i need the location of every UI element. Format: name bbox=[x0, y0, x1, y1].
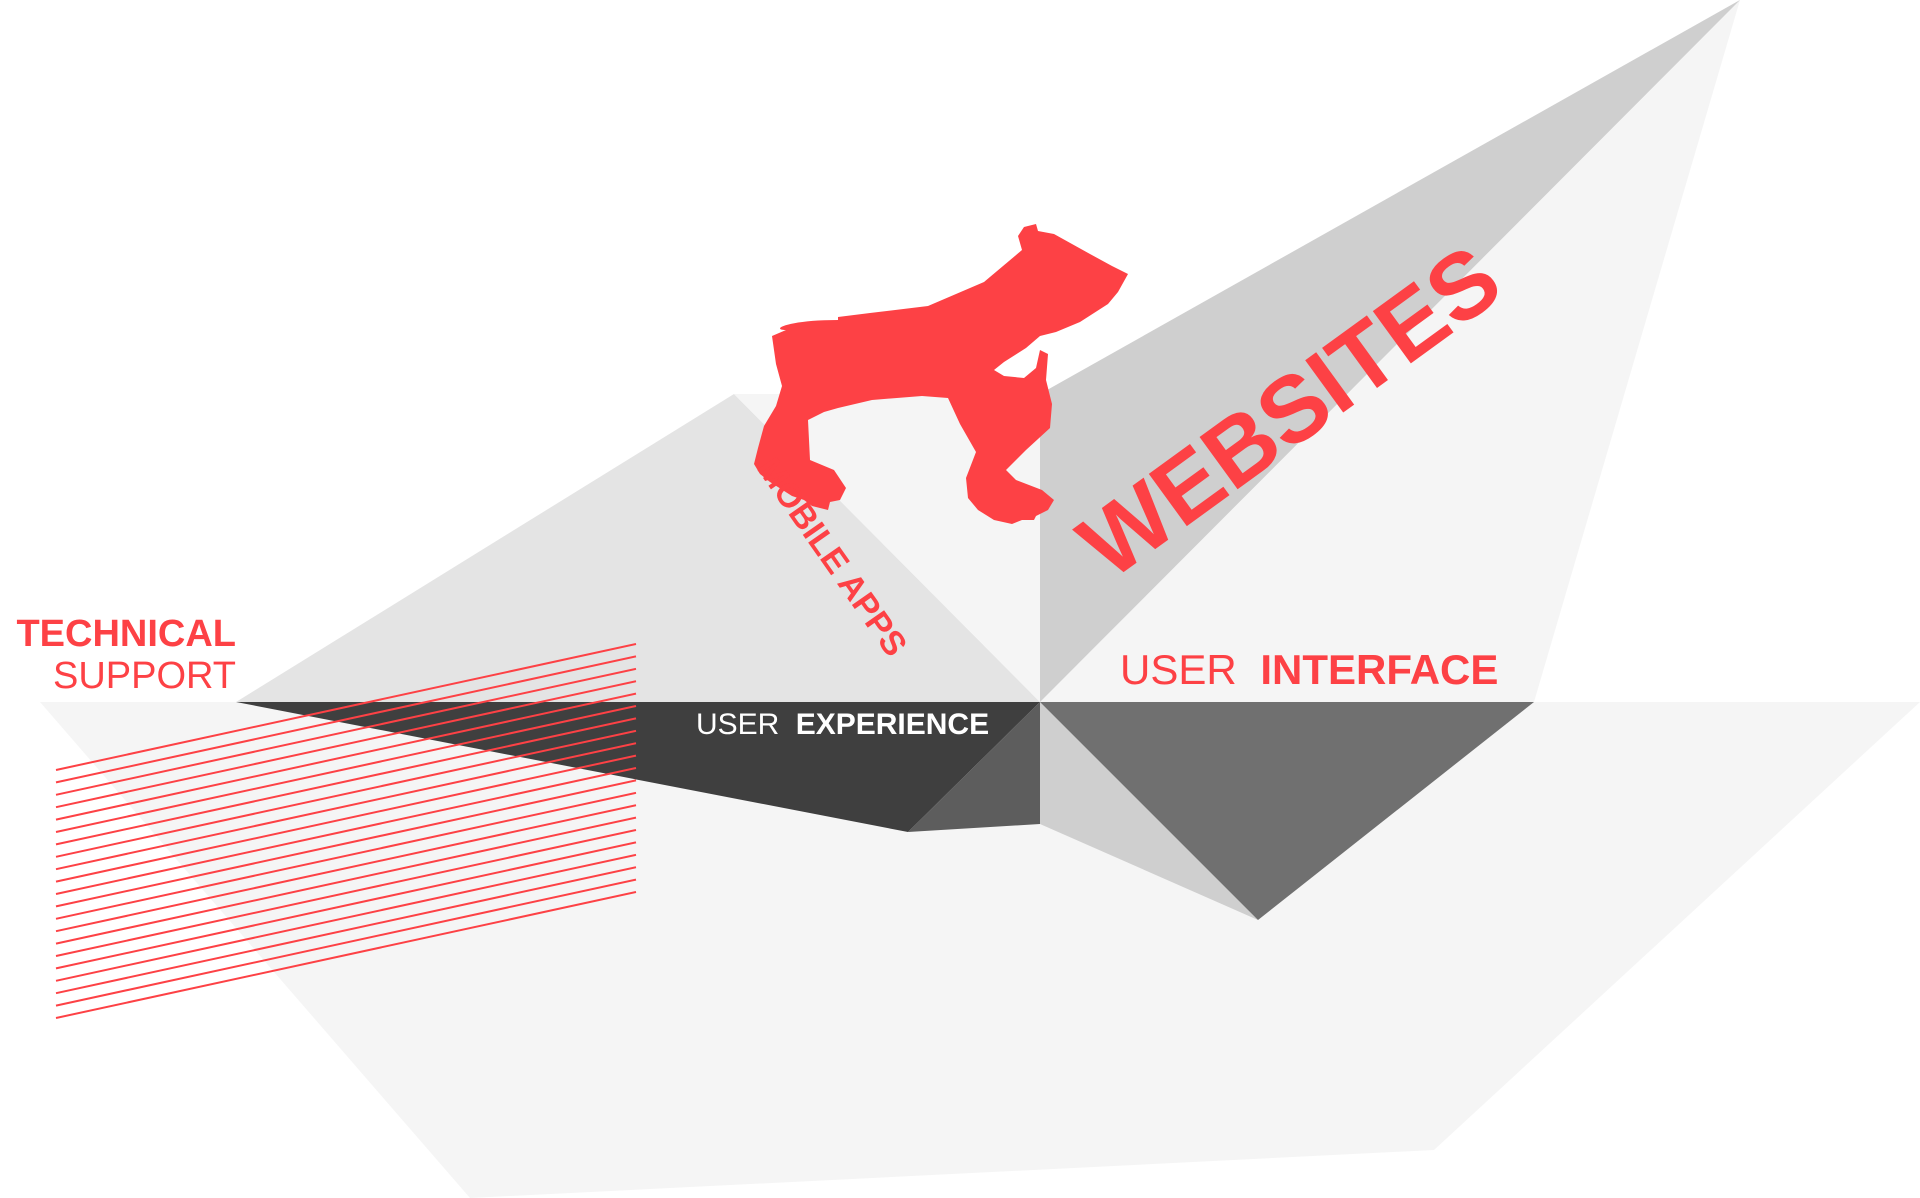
hatch-line bbox=[55, 841, 637, 970]
polar-bear-icon bbox=[754, 224, 1128, 524]
hatch-line bbox=[55, 680, 637, 809]
hatch-line bbox=[55, 742, 637, 871]
right-back-sail bbox=[1040, 0, 1740, 702]
hatch-line bbox=[55, 816, 637, 945]
user-interface-label: USER INTERFACE bbox=[1120, 646, 1498, 693]
hatch-line bbox=[55, 791, 637, 920]
hatch-line bbox=[55, 655, 637, 784]
user-experience-band bbox=[236, 702, 1040, 832]
hatch-line bbox=[55, 767, 637, 895]
boat-hull bbox=[40, 702, 1920, 1198]
user-experience-bold: EXPERIENCE bbox=[796, 708, 989, 741]
right-gray-fold bbox=[1040, 702, 1534, 920]
technical-support-hatching bbox=[55, 643, 637, 1019]
hatch-line bbox=[55, 891, 637, 1019]
hatch-line bbox=[55, 829, 637, 957]
hatch-line bbox=[55, 779, 637, 908]
left-sail bbox=[236, 394, 1040, 702]
hatch-line bbox=[55, 643, 637, 771]
hatch-line bbox=[55, 717, 637, 846]
hatch-line bbox=[55, 754, 637, 883]
user-experience-light: USER bbox=[696, 708, 779, 741]
hatch-line bbox=[55, 853, 637, 982]
inner-fold-dark bbox=[908, 702, 1040, 832]
user-interface-bold: INTERFACE bbox=[1260, 646, 1498, 693]
user-experience-label: USER EXPERIENCE bbox=[696, 708, 989, 741]
technical-label: TECHNICAL bbox=[16, 613, 236, 655]
hatch-line bbox=[55, 692, 637, 821]
hatch-line bbox=[55, 804, 637, 933]
hatch-line bbox=[55, 705, 637, 833]
hatch-line bbox=[55, 878, 637, 1007]
support-label: SUPPORT bbox=[53, 655, 236, 697]
user-interface-light: USER bbox=[1120, 646, 1237, 693]
hatch-line bbox=[55, 866, 637, 995]
hatch-line bbox=[55, 667, 637, 796]
hatch-line bbox=[55, 729, 637, 858]
